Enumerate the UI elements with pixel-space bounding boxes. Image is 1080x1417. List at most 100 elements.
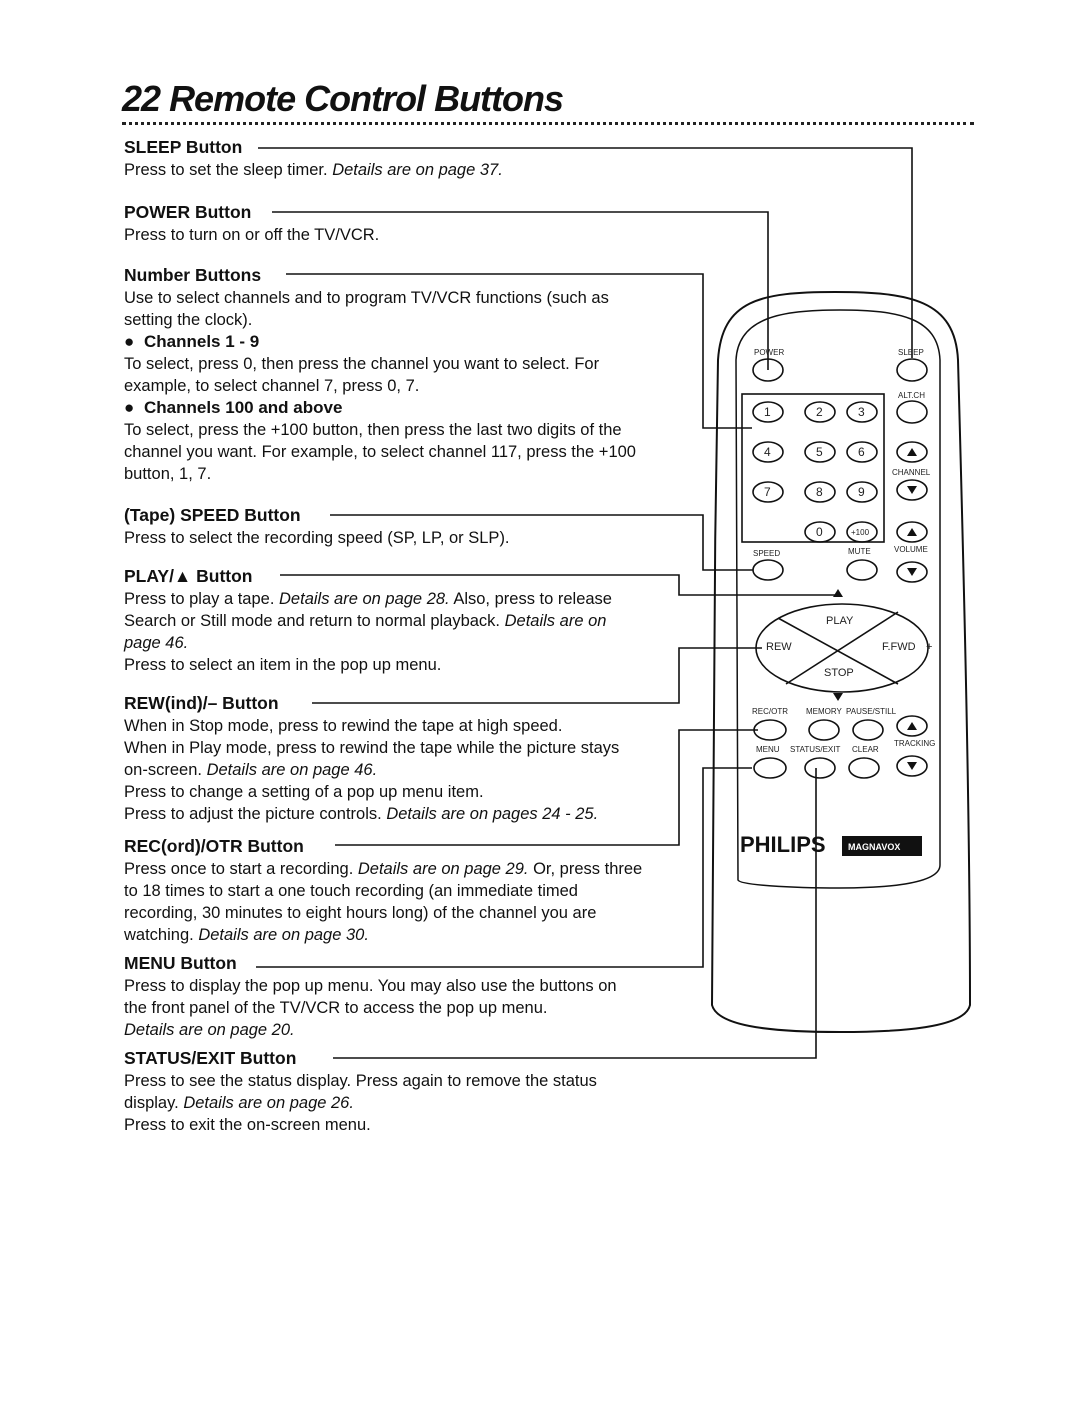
tracking-up-triangle [907, 722, 917, 730]
channel-down-button [896, 479, 928, 501]
volume-up-triangle [907, 528, 917, 536]
status-text: Press to see the status display. Press a… [124, 1072, 597, 1112]
digit-0-label: 0 [816, 525, 823, 539]
power-text: Press to turn on or off the TV/VCR. [124, 226, 380, 244]
channels-100-subheading: ●Channels 100 and above [124, 398, 343, 417]
speed-section: (Tape) SPEED Button Press to select the … [124, 504, 644, 549]
philips-logo: PHILIPS [740, 832, 826, 857]
menu-text: Press to display the pop up menu. You ma… [124, 977, 617, 1017]
digit-9-label: 9 [858, 485, 865, 499]
channel-up-button [896, 441, 928, 463]
number-heading: Number Buttons [124, 265, 262, 285]
sleep-text: Press to set the sleep timer. Details ar… [124, 161, 503, 179]
alt-ch-label: ALT.CH [898, 391, 925, 400]
play-text: Press to play a tape. Details are on pag… [124, 590, 612, 652]
digit-0-button [804, 521, 836, 543]
tracking-down-button [896, 755, 928, 777]
volume-down-triangle [907, 568, 917, 576]
rew-text-picture: Press to adjust the picture controls. De… [124, 805, 599, 823]
status-section: STATUS/EXIT Button Press to see the stat… [124, 1047, 644, 1136]
rew-text-popup: Press to change a setting of a pop up me… [124, 783, 484, 801]
channels-100-text: To select, press the +100 button, then p… [124, 421, 636, 483]
mute-label: MUTE [848, 547, 871, 556]
rew-heading: REW(ind)/– Button [124, 693, 279, 713]
alt-ch-button [896, 400, 928, 424]
transport-ring [755, 603, 929, 693]
power-heading: POWER Button [124, 202, 252, 222]
channels-1-9-text: To select, press 0, then press the chann… [124, 355, 600, 395]
digit-2-button [804, 401, 836, 423]
digit-3-button [846, 401, 878, 423]
magnavox-logo-box [842, 836, 922, 856]
channel-label: CHANNEL [892, 468, 931, 477]
pause-still-label: PAUSE/STILL [846, 707, 897, 716]
menu-heading: MENU Button [124, 953, 237, 973]
number-section: Number Buttons Use to select channels an… [124, 264, 644, 485]
status-exit-button [804, 757, 836, 779]
digit-5-label: 5 [816, 445, 823, 459]
ffwd-label: F.FWD [882, 641, 916, 653]
magnavox-logo: MAGNAVOX [848, 842, 900, 852]
status-heading: STATUS/EXIT Button [124, 1048, 297, 1068]
digit-1-label: 1 [764, 405, 771, 419]
digit-6-button [846, 441, 878, 463]
menu-label: MENU [756, 745, 780, 754]
digit-100-label: +100 [851, 528, 870, 537]
channel-up-triangle [907, 448, 917, 456]
rec-otr-label: REC/OTR [752, 707, 788, 716]
speed-text: Press to select the recording speed (SP,… [124, 529, 510, 547]
channels-1-9-subheading: ●Channels 1 - 9 [124, 332, 260, 351]
tracking-down-triangle [907, 762, 917, 770]
clear-button [848, 757, 880, 779]
digit-7-label: 7 [764, 485, 771, 499]
digit-8-label: 8 [816, 485, 823, 499]
remote-inner-outline [735, 309, 941, 889]
transport-divider-2 [785, 611, 899, 685]
clear-label: CLEAR [852, 745, 879, 754]
digit-9-button [846, 481, 878, 503]
power-label: POWER [754, 348, 784, 357]
speed-label: SPEED [753, 549, 780, 558]
rec-text: Press once to start a recording. Details… [124, 860, 643, 944]
page-title: 22 Remote Control Buttons [122, 78, 564, 120]
pause-still-button [852, 719, 884, 741]
remote-outline [710, 290, 972, 1034]
sleep-heading: SLEEP Button [124, 137, 243, 157]
mute-button [846, 559, 878, 581]
digit-100-button [846, 521, 878, 543]
play-label: PLAY [826, 615, 854, 627]
rec-heading: REC(ord)/OTR Button [124, 836, 304, 856]
dotted-rule [122, 122, 974, 125]
play-section: PLAY/▲ Button Press to play a tape. Deta… [124, 565, 644, 676]
plus-label: + [926, 641, 932, 653]
stop-label: STOP [824, 667, 854, 679]
power-section: POWER Button Press to turn on or off the… [124, 201, 644, 246]
transport-divider-1 [777, 617, 899, 685]
digit-1-button [752, 401, 784, 423]
volume-down-button [896, 561, 928, 583]
menu-button [753, 757, 787, 779]
memory-label: MEMORY [806, 707, 843, 716]
sleep-button [896, 358, 928, 382]
digit-4-label: 4 [764, 445, 771, 459]
volume-label: VOLUME [894, 545, 928, 554]
page-number: 22 [122, 78, 161, 119]
status-text-exit: Press to exit the on-screen menu. [124, 1116, 371, 1134]
power-button [752, 358, 784, 382]
volume-up-button [896, 521, 928, 543]
number-pad-frame [741, 393, 885, 543]
page-title-text: Remote Control Buttons [169, 78, 564, 119]
digit-7-button [752, 481, 784, 503]
menu-section: MENU Button Press to display the pop up … [124, 952, 644, 1041]
play-triangle [833, 589, 843, 597]
rew-text-play: When in Play mode, press to rewind the t… [124, 739, 620, 779]
rew-text-stop: When in Stop mode, press to rewind the t… [124, 717, 563, 735]
digit-3-label: 3 [858, 405, 865, 419]
channel-down-triangle [907, 486, 917, 494]
play-text-popup: Press to select an item in the pop up me… [124, 656, 442, 674]
tracking-label: TRACKING [894, 739, 935, 748]
status-exit-label: STATUS/EXIT [790, 745, 840, 754]
speed-heading: (Tape) SPEED Button [124, 505, 301, 525]
play-heading: PLAY/▲ Button [124, 566, 253, 586]
memory-button [808, 719, 840, 741]
